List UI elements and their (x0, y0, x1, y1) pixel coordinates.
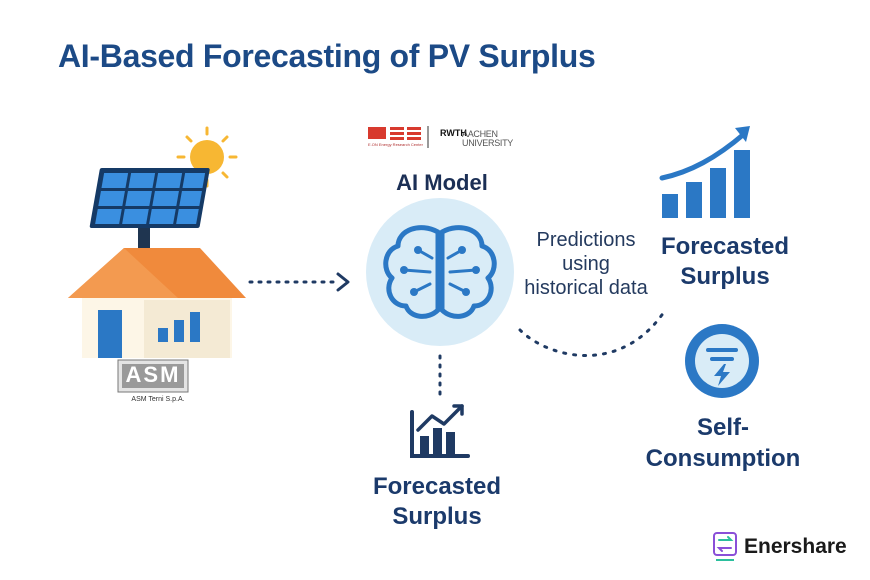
rwth-logo-aachen: AACHEN (462, 129, 498, 139)
eerc-logo-text: E.ON Energy Research Center (368, 142, 423, 147)
self-consumption-line1: Self- (696, 414, 749, 441)
trend-chart-icon (659, 126, 750, 218)
self-consumption-line2: Consumption (645, 445, 801, 472)
house-icon (68, 248, 246, 358)
forecasted-surplus-bottom-line1: Forecasted (372, 473, 502, 500)
self-consumption-label: Self- Consumption (628, 412, 818, 474)
brain-icon (366, 198, 514, 346)
energy-icon (685, 324, 759, 398)
asm-logo-subtitle: ASM Terni S.p.A. (131, 396, 185, 403)
asm-logo-text: ASM (125, 362, 181, 387)
asm-logo (117, 359, 189, 393)
dotted-curve (518, 310, 666, 357)
rwth-logo-text: RWTH (440, 128, 467, 138)
forecasted-surplus-bottom-line2: Surplus (392, 503, 482, 530)
forecasted-surplus-right-line2: Surplus (680, 263, 770, 290)
eerc-logo (368, 126, 429, 148)
solar-panel-icon (89, 168, 210, 252)
ai-model-label: AI Model (396, 170, 488, 195)
bar-chart-icon (410, 404, 470, 458)
predictions-label: Predictions using historical data (524, 229, 648, 299)
dotted-arrow-to-ai (248, 272, 350, 292)
forecasted-surplus-bottom: Forecasted Surplus (352, 472, 522, 532)
page-title: AI-Based Forecasting of PV Surplus (58, 38, 596, 74)
forecasted-surplus-right: Forecasted Surplus (650, 232, 800, 292)
enershare-logo-icon (713, 532, 737, 561)
enershare-brand: Enershare (744, 535, 847, 558)
forecasted-surplus-right-line1: Forecasted (660, 233, 790, 260)
rwth-logo-university: UNIVERSITY (462, 138, 514, 148)
